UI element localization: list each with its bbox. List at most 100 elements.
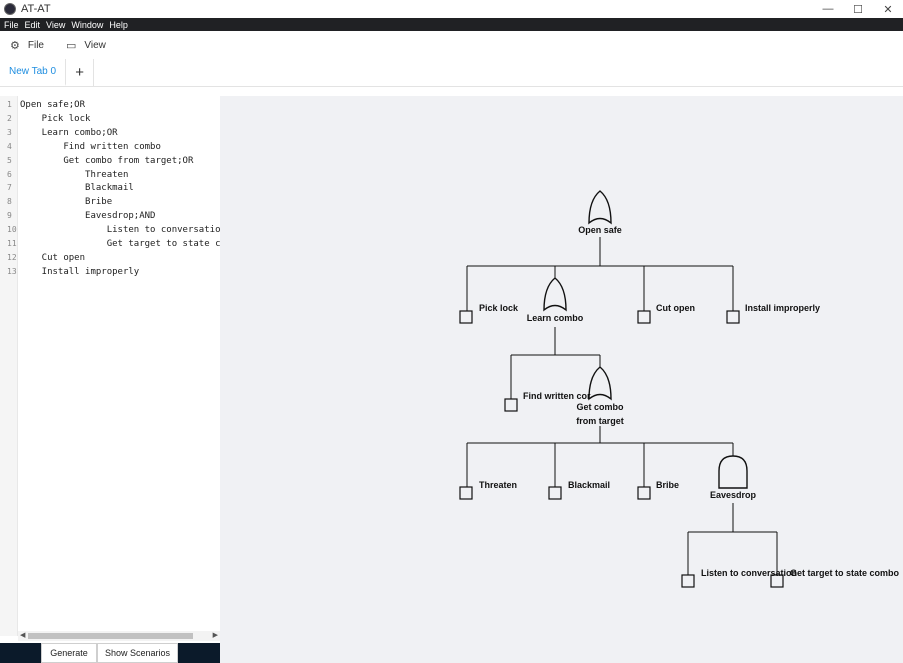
code-text[interactable]: Learn combo;OR	[20, 127, 118, 138]
node-get-combo-line1[interactable]: Get combo	[576, 402, 624, 412]
tab-bar: New Tab 0 +	[0, 59, 903, 87]
close-button[interactable]: ✕	[883, 3, 893, 16]
app-logo-icon	[4, 3, 16, 15]
scroll-left-icon[interactable]: ◀	[20, 632, 26, 639]
line-number: 8	[7, 197, 12, 207]
editor-line[interactable]: 1 Open safe;OR	[0, 98, 220, 112]
node-learn-combo[interactable]: Learn combo	[527, 313, 584, 323]
editor-line[interactable]: 6 Threaten	[0, 168, 220, 182]
code-text[interactable]: Find written combo	[20, 141, 161, 152]
node-get-target-to-state-combo[interactable]: Get target to state combo	[790, 568, 900, 578]
node-listen-to-conversation[interactable]: Listen to conversation	[701, 568, 797, 578]
node-eavesdrop[interactable]: Eavesdrop	[710, 490, 757, 500]
code-text[interactable]: Threaten	[20, 169, 129, 180]
editor-line[interactable]: 9 Eavesdrop;AND	[0, 209, 220, 223]
leaf-box-get-target	[770, 574, 784, 588]
line-number: 2	[7, 113, 12, 123]
code-text[interactable]: Get target to state combo	[20, 239, 220, 249]
line-number: 7	[7, 183, 12, 193]
horizontal-scrollbar[interactable]: ◀ ▶	[18, 631, 220, 641]
or-gate-icon	[588, 366, 612, 401]
scroll-right-icon[interactable]: ▶	[212, 632, 218, 639]
editor-line[interactable]: 10 Listen to conversation	[0, 223, 220, 237]
bottom-action-bar: Generate Show Scenarios	[0, 643, 220, 663]
maximize-button[interactable]: ☐	[853, 3, 863, 16]
editor-line[interactable]: 4 Find written combo	[0, 140, 220, 154]
leaf-box-cut-open	[637, 310, 651, 324]
view-button[interactable]: ▭ View	[66, 39, 106, 52]
editor-line[interactable]: 11 Get target to state combo	[0, 237, 220, 251]
code-text[interactable]: Open safe;OR	[20, 100, 86, 110]
tab-new-tab-0[interactable]: New Tab 0	[0, 59, 67, 86]
line-number: 11	[7, 239, 17, 248]
leaf-box-bribe	[637, 486, 651, 500]
code-text[interactable]: Install improperly	[20, 266, 140, 277]
leaf-box-install-improperly	[726, 310, 740, 324]
editor-line[interactable]: 3 Learn combo;OR	[0, 126, 220, 140]
node-install-improperly[interactable]: Install improperly	[745, 303, 820, 313]
title-bar: AT-AT — ☐ ✕	[0, 0, 903, 18]
line-number-gutter	[0, 96, 18, 636]
line-number: 13	[7, 266, 17, 276]
leaf-box-find-written-combo	[504, 398, 518, 412]
editor-line[interactable]: 5 Get combo from target;OR	[0, 154, 220, 168]
add-tab-button[interactable]: +	[66, 59, 95, 86]
line-number: 6	[7, 169, 12, 179]
menu-bar: File Edit View Window Help	[0, 18, 903, 31]
code-text[interactable]: Pick lock	[20, 113, 91, 124]
code-text[interactable]: Listen to conversation	[20, 225, 220, 236]
node-cut-open[interactable]: Cut open	[656, 303, 695, 313]
editor-line[interactable]: 7 Blackmail	[0, 181, 220, 195]
code-text[interactable]: Eavesdrop;AND	[20, 211, 156, 222]
node-blackmail[interactable]: Blackmail	[568, 480, 610, 490]
minimize-button[interactable]: —	[822, 3, 834, 15]
editor-line[interactable]: 8 Bribe	[0, 195, 220, 209]
and-gate-icon	[718, 455, 748, 489]
leaf-box-listen	[681, 574, 695, 588]
file-button[interactable]: ⚙ File	[10, 39, 44, 52]
line-number: 3	[7, 127, 12, 137]
node-threaten[interactable]: Threaten	[479, 480, 517, 490]
node-pick-lock[interactable]: Pick lock	[479, 303, 519, 313]
window-controls: — ☐ ✕	[813, 0, 903, 18]
attack-tree-canvas[interactable]: Open safe Pick lock Learn combo Cut open…	[220, 96, 903, 663]
node-bribe[interactable]: Bribe	[656, 480, 679, 490]
leaf-box-pick-lock	[459, 310, 473, 324]
toolbar: ⚙ File ▭ View	[0, 31, 903, 59]
gear-icon: ⚙	[10, 39, 20, 52]
node-get-combo-line2[interactable]: from target	[576, 416, 624, 426]
window-title: AT-AT	[21, 3, 51, 15]
editor-line[interactable]: 13 Install improperly	[0, 265, 220, 279]
node-open-safe[interactable]: Open safe	[578, 225, 622, 235]
menu-window[interactable]: Window	[71, 19, 104, 30]
monitor-icon: ▭	[66, 39, 77, 52]
code-text[interactable]: Cut open	[20, 252, 86, 263]
editor-line[interactable]: 2 Pick lock	[0, 112, 220, 126]
editor-line[interactable]: 12 Cut open	[0, 251, 220, 265]
leaf-box-threaten	[459, 486, 473, 500]
leaf-box-blackmail	[548, 486, 562, 500]
line-number: 9	[7, 211, 12, 221]
code-text[interactable]: Get combo from target;OR	[20, 155, 194, 166]
menu-view[interactable]: View	[46, 19, 66, 30]
generate-button[interactable]: Generate	[41, 643, 97, 663]
or-gate-icon	[543, 277, 567, 312]
file-button-label: File	[27, 39, 44, 51]
scrollbar-thumb[interactable]	[28, 633, 193, 639]
code-text[interactable]: Blackmail	[20, 183, 134, 194]
line-number: 12	[7, 252, 17, 262]
code-text[interactable]: Bribe	[20, 197, 113, 208]
show-scenarios-button[interactable]: Show Scenarios	[97, 643, 178, 663]
view-button-label: View	[84, 39, 106, 51]
attack-tree-diagram: Open safe Pick lock Learn combo Cut open…	[459, 190, 900, 588]
node-find-written-combo[interactable]: Find written cor	[523, 391, 591, 401]
or-gate-icon	[588, 190, 612, 225]
line-number: 5	[7, 155, 12, 165]
menu-help[interactable]: Help	[109, 19, 128, 30]
menu-edit[interactable]: Edit	[24, 19, 41, 30]
menu-file[interactable]: File	[4, 19, 19, 30]
line-number: 4	[7, 141, 12, 151]
line-number: 10	[7, 225, 17, 235]
line-number: 1	[7, 100, 12, 109]
